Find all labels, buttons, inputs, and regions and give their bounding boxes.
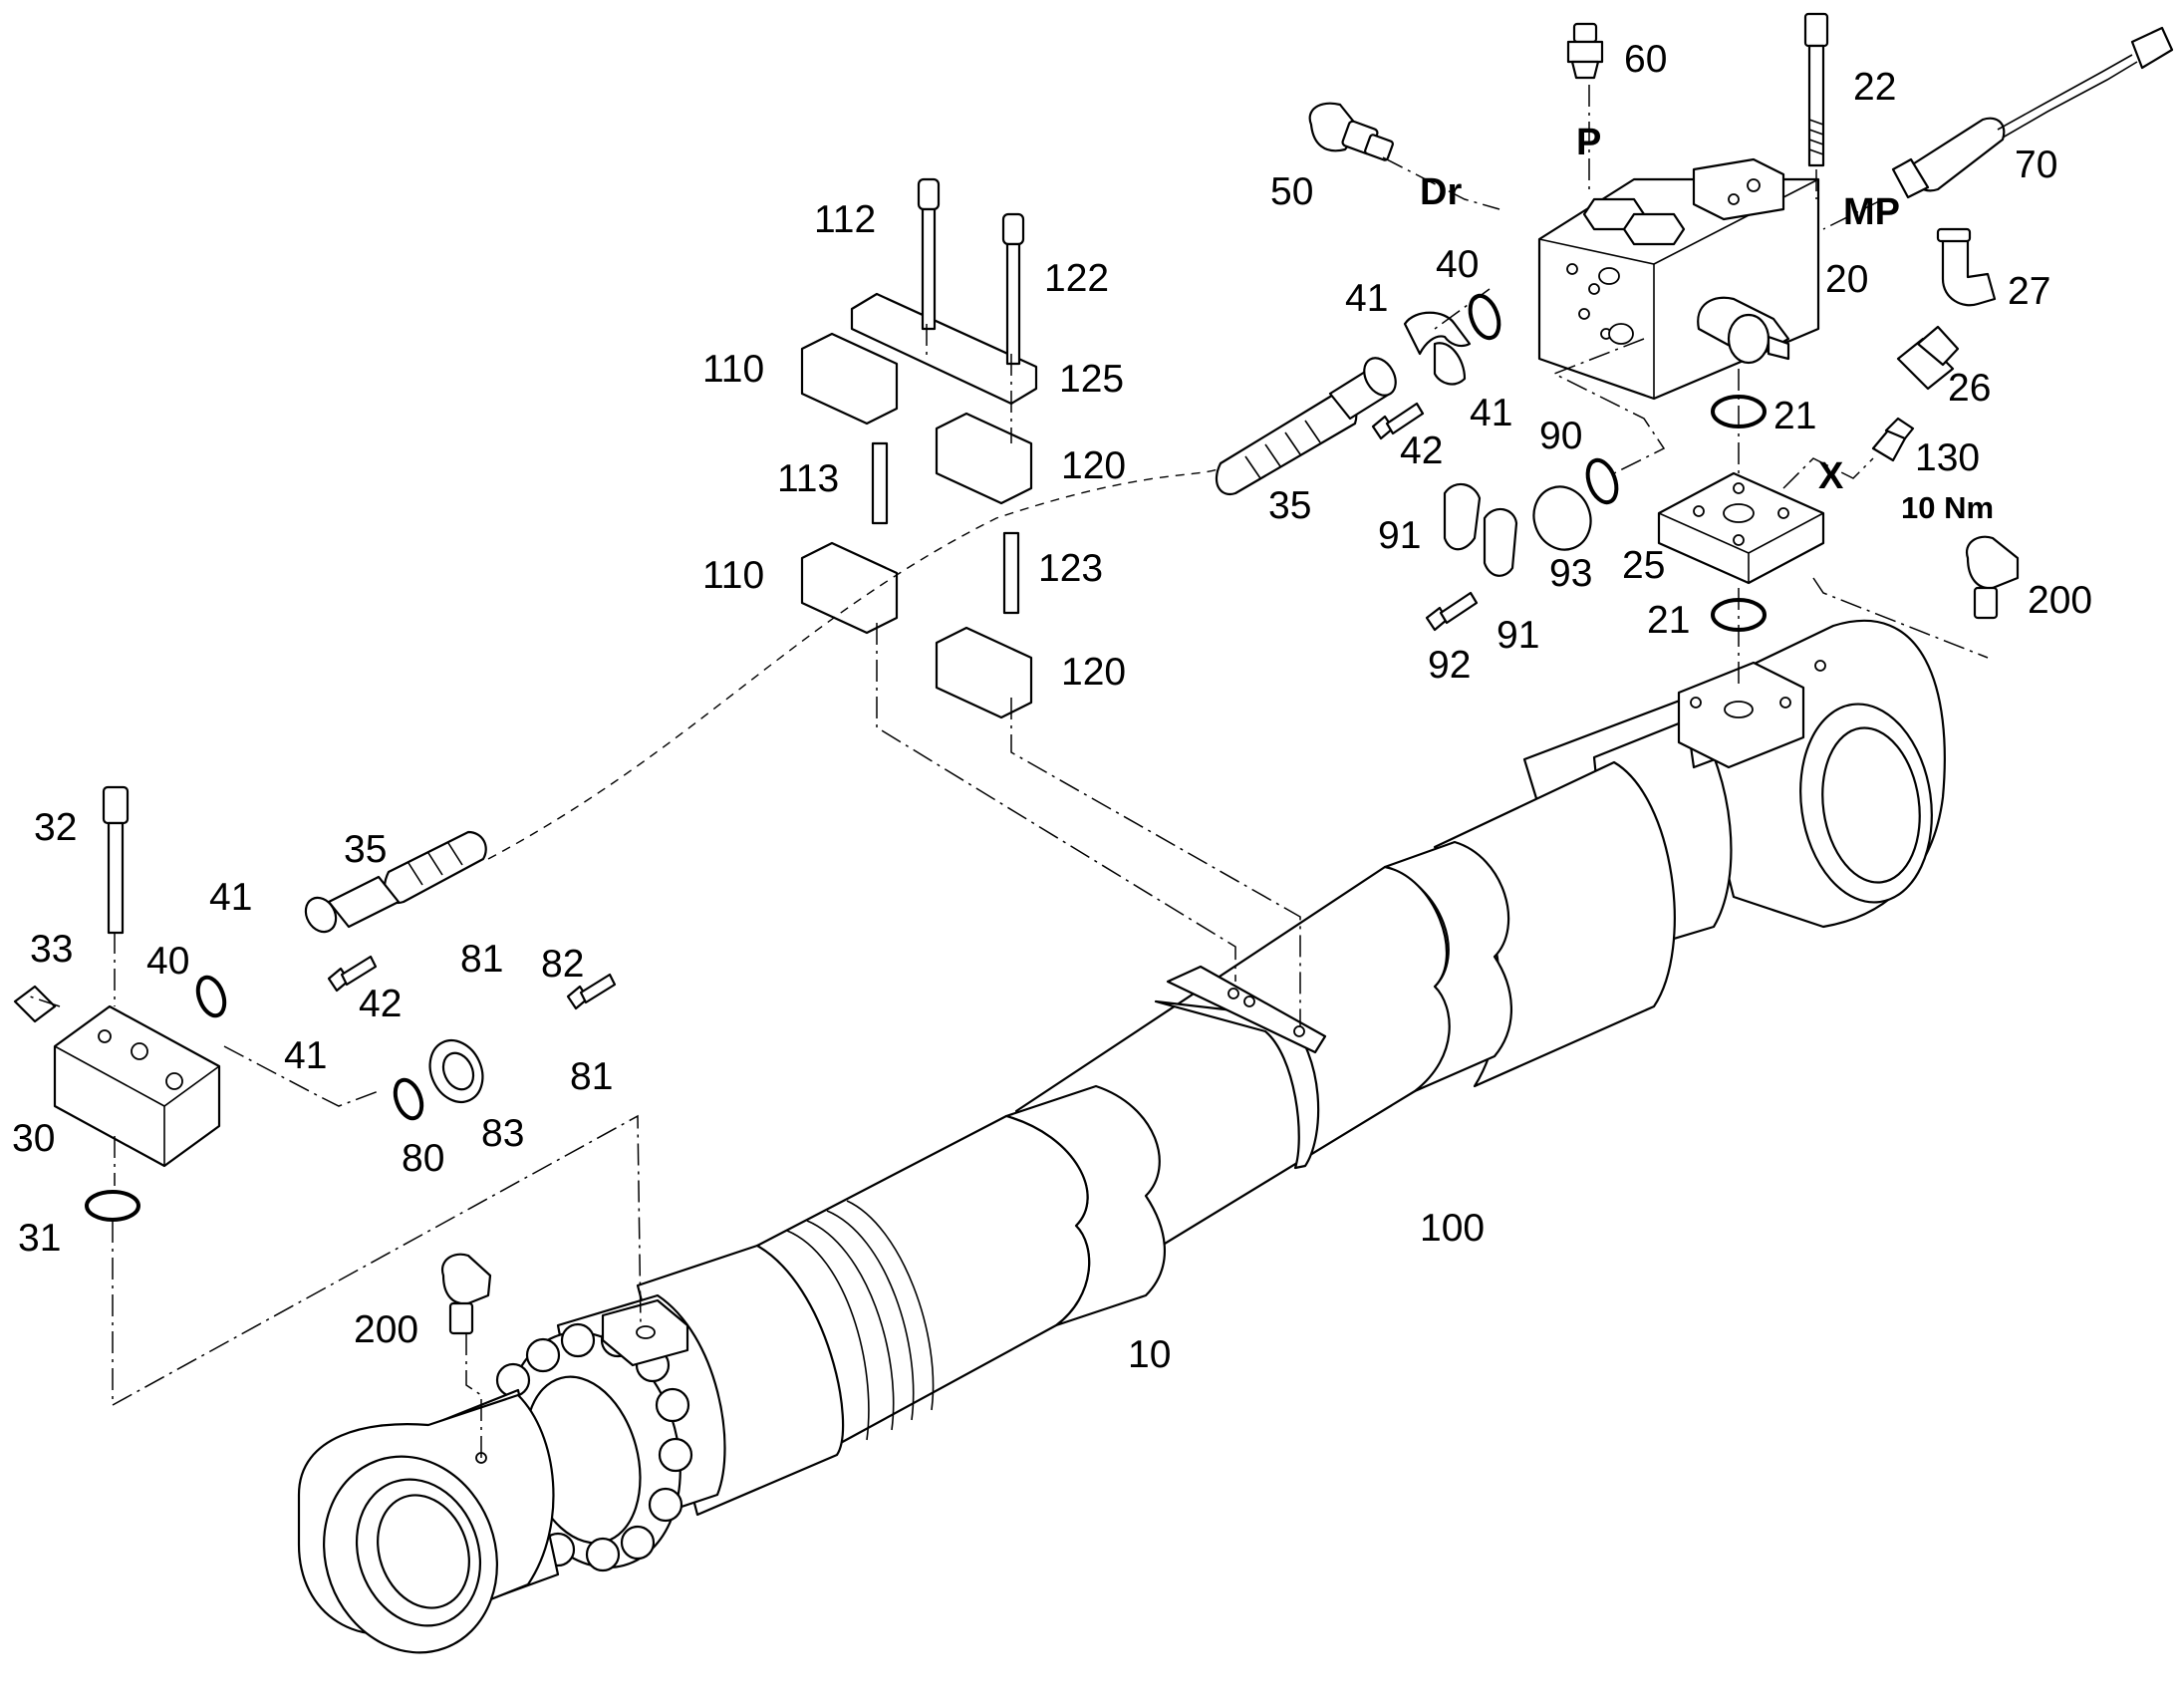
- label-part-91: 91: [1378, 514, 1421, 557]
- label-part-80: 80: [402, 1137, 444, 1180]
- label-part-27: 27: [2008, 270, 2050, 313]
- label-part-91: 91: [1497, 614, 1539, 657]
- port-label-mp: MP: [1843, 191, 1900, 233]
- label-part-60: 60: [1624, 38, 1667, 81]
- label-part-70: 70: [2015, 143, 2057, 186]
- part-30-block: [13, 785, 221, 1168]
- label-part-42: 42: [1400, 429, 1443, 472]
- o-rings: [85, 293, 1767, 1222]
- label-part-100: 100: [1420, 1207, 1485, 1250]
- label-part-41: 41: [1470, 392, 1512, 434]
- label-part-31: 31: [18, 1217, 61, 1260]
- flange-halves-right: [1403, 311, 1518, 577]
- label-part-41: 41: [209, 876, 252, 919]
- part-35-hose-right: [1215, 357, 1397, 496]
- label-part-20: 20: [1825, 258, 1868, 301]
- label-part-40: 40: [1436, 243, 1479, 286]
- label-part-40: 40: [146, 940, 189, 983]
- label-part-35: 35: [1268, 484, 1311, 527]
- label-part-90: 90: [1539, 415, 1582, 457]
- part-number-labels: 10 20 21 21 22 25 26 27 30 31 32 33 35 3…: [12, 38, 2092, 1376]
- label-part-83: 83: [481, 1112, 524, 1155]
- part-27-elbow: [1936, 227, 1997, 307]
- clamp-pieces: [800, 177, 1038, 719]
- label-part-35: 35: [344, 828, 387, 871]
- label-part-113: 113: [777, 457, 839, 500]
- leader-lines: [29, 85, 1989, 1458]
- valve-block: [1537, 157, 1820, 401]
- label-part-33: 33: [30, 928, 73, 971]
- part-22-bolt: [1803, 12, 1829, 167]
- label-part-81: 81: [460, 938, 503, 981]
- label-part-81: 81: [570, 1055, 613, 1098]
- label-part-41: 41: [284, 1034, 327, 1077]
- label-part-123: 123: [1038, 547, 1103, 590]
- part-83-disc: [428, 1039, 484, 1103]
- label-part-120: 120: [1061, 444, 1126, 487]
- port-labels: Dr P MP X: [1420, 122, 1900, 497]
- label-part-200: 200: [354, 1308, 418, 1351]
- part-70-sensor: [1891, 26, 2174, 199]
- label-part-30: 30: [12, 1117, 55, 1160]
- part-93-plug: [1532, 485, 1592, 551]
- label-part-125: 125: [1059, 358, 1124, 401]
- label-part-42: 42: [359, 983, 402, 1025]
- label-part-26: 26: [1948, 367, 1991, 410]
- port-label-x: X: [1818, 455, 1844, 497]
- port-label-dr: Dr: [1420, 171, 1462, 213]
- part-25-adapter-plate: [1657, 471, 1825, 585]
- label-part-32: 32: [34, 806, 77, 849]
- label-part-22: 22: [1853, 66, 1896, 109]
- label-part-21: 21: [1773, 395, 1816, 437]
- part-200-fitting-left: [440, 1253, 492, 1335]
- part-130-screw: [1871, 417, 1915, 462]
- label-part-82: 82: [541, 943, 584, 986]
- small-screws: [327, 402, 1479, 1010]
- port-label-p: P: [1576, 122, 1601, 163]
- part-60-fitting: [1566, 22, 1604, 80]
- label-part-21: 21: [1647, 599, 1690, 642]
- part-200-fitting-right: [1965, 535, 2020, 620]
- label-part-122: 122: [1044, 257, 1109, 300]
- torque-spec: 10 Nm: [1901, 490, 1994, 525]
- part-50-fitting: [1308, 102, 1394, 161]
- label-part-10: 10: [1128, 1333, 1171, 1376]
- part-35-hose-left: [304, 830, 487, 934]
- label-part-130: 130: [1915, 436, 1980, 479]
- label-part-50: 50: [1270, 170, 1313, 213]
- label-part-112: 112: [814, 198, 876, 241]
- label-part-110: 110: [702, 554, 764, 597]
- label-part-110: 110: [702, 348, 764, 391]
- label-part-120: 120: [1061, 651, 1126, 694]
- label-part-25: 25: [1622, 544, 1665, 587]
- hydraulic-cylinder: [297, 619, 1946, 1654]
- part-26-nipple: [1896, 325, 1960, 391]
- label-part-93: 93: [1549, 552, 1592, 595]
- label-part-41: 41: [1345, 277, 1388, 320]
- label-part-200: 200: [2028, 579, 2092, 622]
- label-part-92: 92: [1428, 644, 1471, 687]
